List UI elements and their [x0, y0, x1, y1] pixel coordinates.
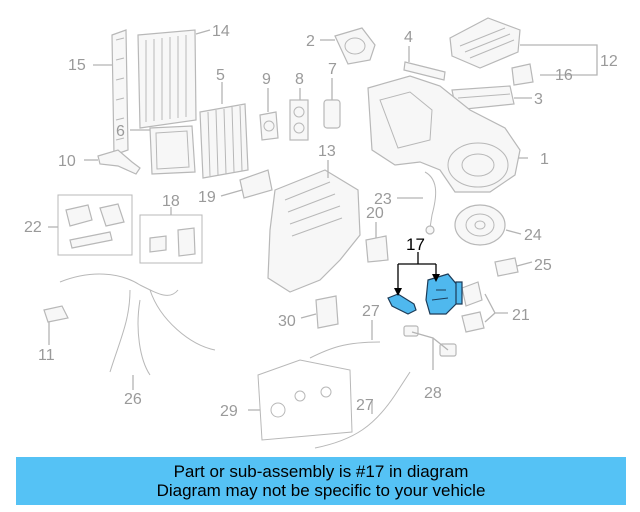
- callout-30: 30: [278, 313, 296, 330]
- callout-13: 13: [318, 143, 336, 160]
- part-24-blower: [454, 204, 506, 246]
- callout-24: 24: [524, 227, 542, 244]
- callout-25: 25: [534, 257, 552, 274]
- callout-8: 8: [295, 71, 304, 88]
- callout-27b: 27: [356, 397, 374, 414]
- part-23-hose: [424, 171, 437, 235]
- callout-22: 22: [24, 219, 42, 236]
- callout-11: 11: [38, 347, 55, 364]
- callout-17: 17: [406, 235, 425, 254]
- callout-7: 7: [328, 61, 337, 78]
- part-8-orings: [289, 99, 309, 141]
- callout-1: 1: [540, 151, 549, 168]
- part-27-hose-upper: [309, 341, 381, 359]
- callout-2: 2: [306, 33, 315, 50]
- banner-line-1: Part or sub-assembly is #17 in diagram: [173, 462, 469, 481]
- callout-6: 6: [116, 123, 125, 140]
- part-2-seal: [334, 27, 376, 65]
- callout-26: 26: [124, 391, 142, 408]
- callout-18: 18: [162, 193, 180, 210]
- part-7-valve: [323, 99, 341, 129]
- part-20-sensor: [365, 235, 389, 263]
- part-19-connector: [239, 169, 273, 199]
- part-29-group: [257, 359, 353, 441]
- part-17-highlighted: [387, 273, 463, 315]
- banner-line-2: Diagram may not be specific to your vehi…: [156, 481, 486, 500]
- leader-lines: [48, 29, 598, 414]
- part-22-group: [57, 194, 133, 256]
- part-25-resistor: [494, 257, 519, 277]
- part-15-filter-strip: [111, 29, 129, 156]
- callout-14: 14: [212, 23, 230, 40]
- part-10-bracket: [97, 149, 141, 175]
- part-18-group: [139, 214, 203, 264]
- callout-10: 10: [58, 153, 76, 170]
- part-27-hose-lower: [314, 371, 411, 449]
- callout-23: 23: [374, 191, 392, 208]
- callout-12: 12: [600, 53, 618, 70]
- leader-17: [394, 252, 440, 296]
- callout-27a: 27: [362, 303, 380, 320]
- callout-3: 3: [534, 91, 543, 108]
- part-5-filter-block: [199, 103, 249, 179]
- hvac-case: [367, 75, 521, 193]
- part-6-gasket: [149, 125, 196, 175]
- part-4-strip: [403, 61, 446, 81]
- part-16-actuator: [511, 63, 534, 86]
- info-banner: Part or sub-assembly is #17 in diagram D…: [16, 457, 626, 505]
- parts-diagram: 1 2 3 4 5 6 7 8 9 10 11 12 13 14 15 16 1…: [24, 17, 618, 449]
- part-28-valves: [403, 325, 457, 357]
- callout-16: 16: [555, 67, 573, 84]
- part-14-heater-core: [137, 29, 197, 129]
- callout-4: 4: [404, 29, 413, 46]
- callout-15: 15: [68, 57, 86, 74]
- part-12-housing: [449, 17, 521, 69]
- callout-19: 19: [198, 189, 216, 206]
- part-13-housing: [267, 169, 361, 293]
- callout-9: 9: [262, 71, 271, 88]
- callout-5: 5: [216, 67, 225, 84]
- callout-labels: 1 2 3 4 5 6 7 8 9 10 11 12 13 14 15 16 1…: [24, 23, 618, 420]
- part-11-sensor: [43, 305, 69, 323]
- callout-28: 28: [424, 385, 442, 402]
- callout-20: 20: [366, 205, 384, 222]
- callout-29: 29: [220, 403, 238, 420]
- part-21-actuators: [461, 281, 485, 333]
- part-30-module: [315, 295, 339, 329]
- part-9-seal: [259, 111, 279, 141]
- part-26-harness: [59, 273, 216, 376]
- callout-21: 21: [512, 307, 530, 324]
